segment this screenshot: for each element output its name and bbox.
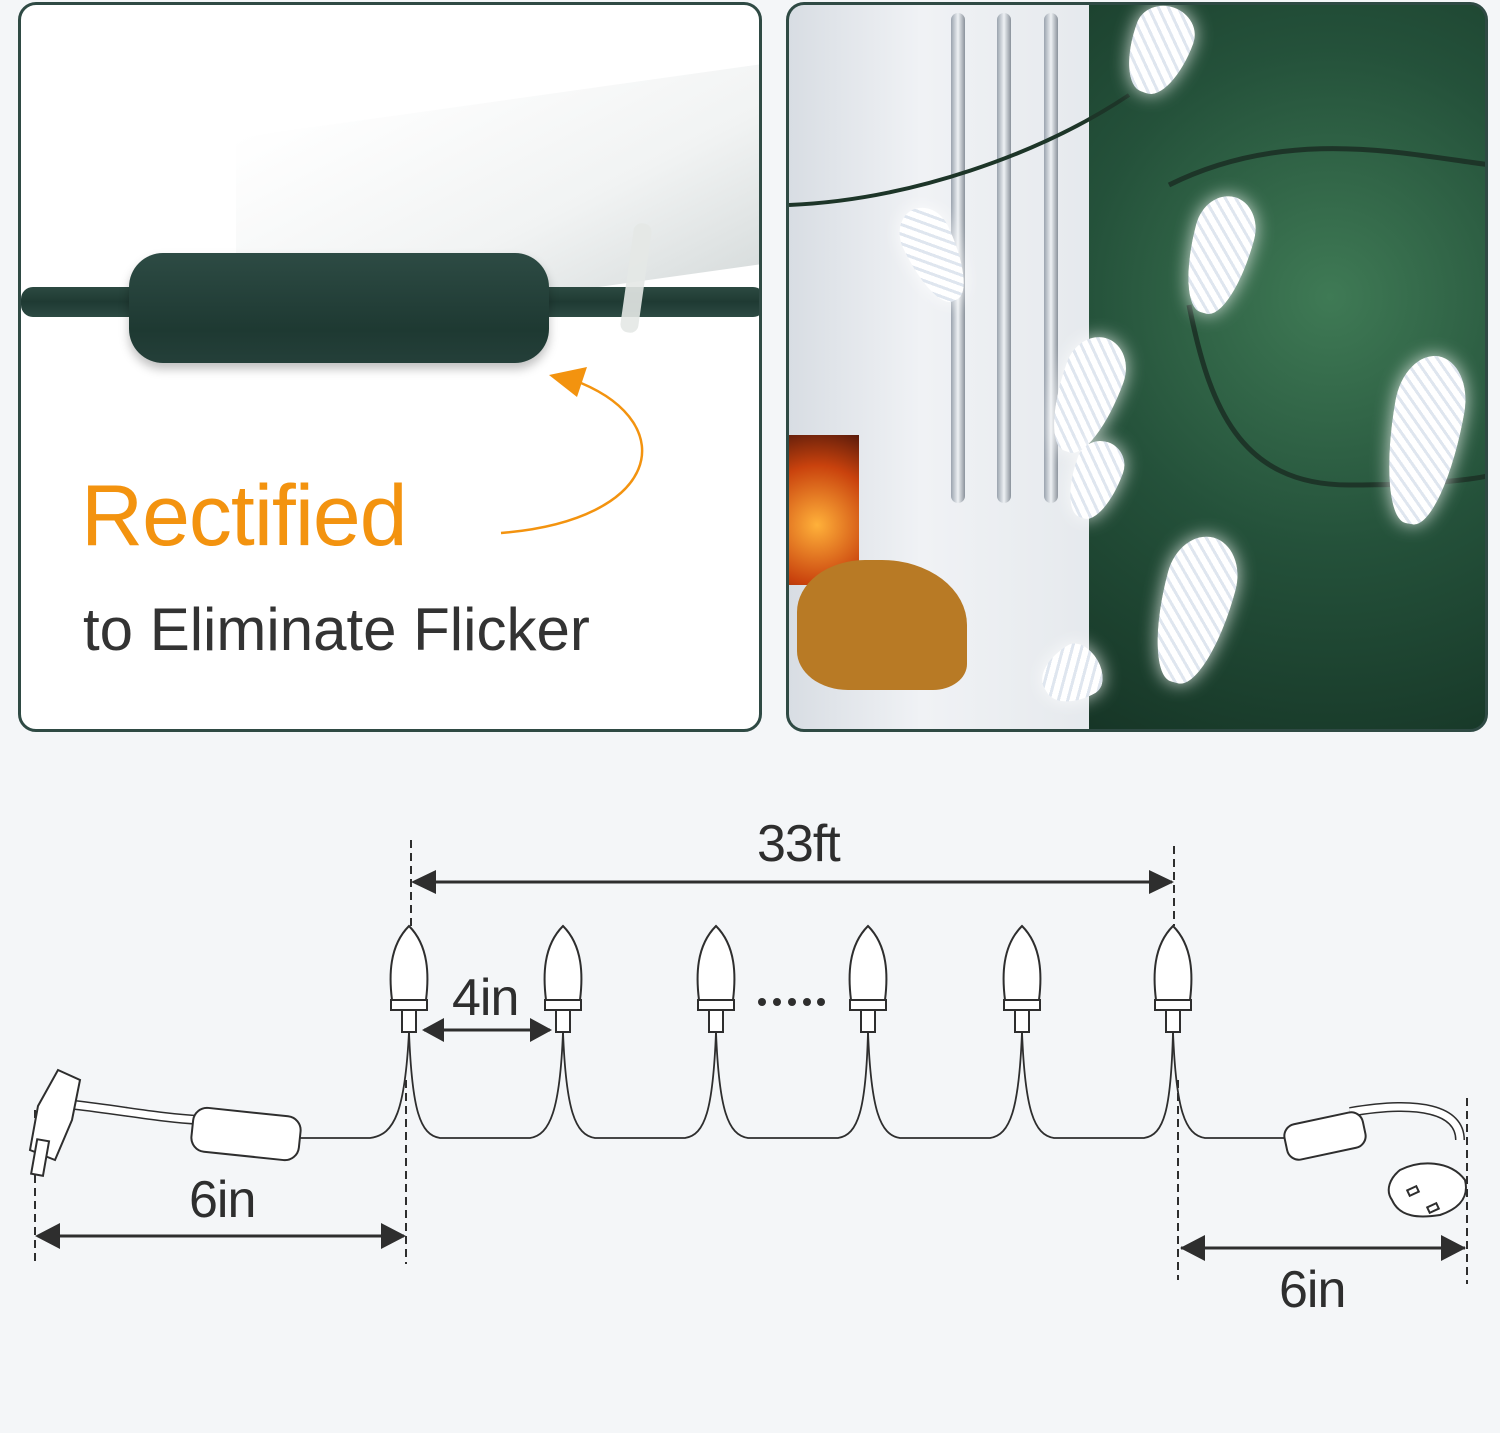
product-photo-panel [786, 2, 1488, 732]
pipe [997, 13, 1011, 503]
bulb-icons [389, 924, 1193, 1033]
deer-figurine [797, 560, 967, 690]
lead-in-length-label: 6in [189, 1171, 256, 1229]
twisted-wire [300, 1031, 1290, 1139]
light-string-wire [789, 93, 1485, 488]
female-socket-icon [1283, 1102, 1467, 1218]
total-length-label: 33ft [757, 815, 841, 873]
length-diagram: 33ft 4in 6in 6in [0, 740, 1500, 1428]
bulb-spacing-label: 4in [452, 969, 519, 1027]
fireplace-fire [789, 435, 859, 585]
subheadline: to Eliminate Flicker [83, 596, 590, 663]
headline: Rectified [81, 468, 408, 564]
male-plug-icon [28, 1068, 302, 1177]
curved-arrow-icon [500, 367, 644, 535]
rectifier-module [129, 253, 549, 363]
string-diagram-svg [28, 840, 1468, 1284]
rectifier-feature-panel: Rectified to Eliminate Flicker [18, 2, 762, 732]
end-length-label: 6in [1279, 1261, 1346, 1319]
